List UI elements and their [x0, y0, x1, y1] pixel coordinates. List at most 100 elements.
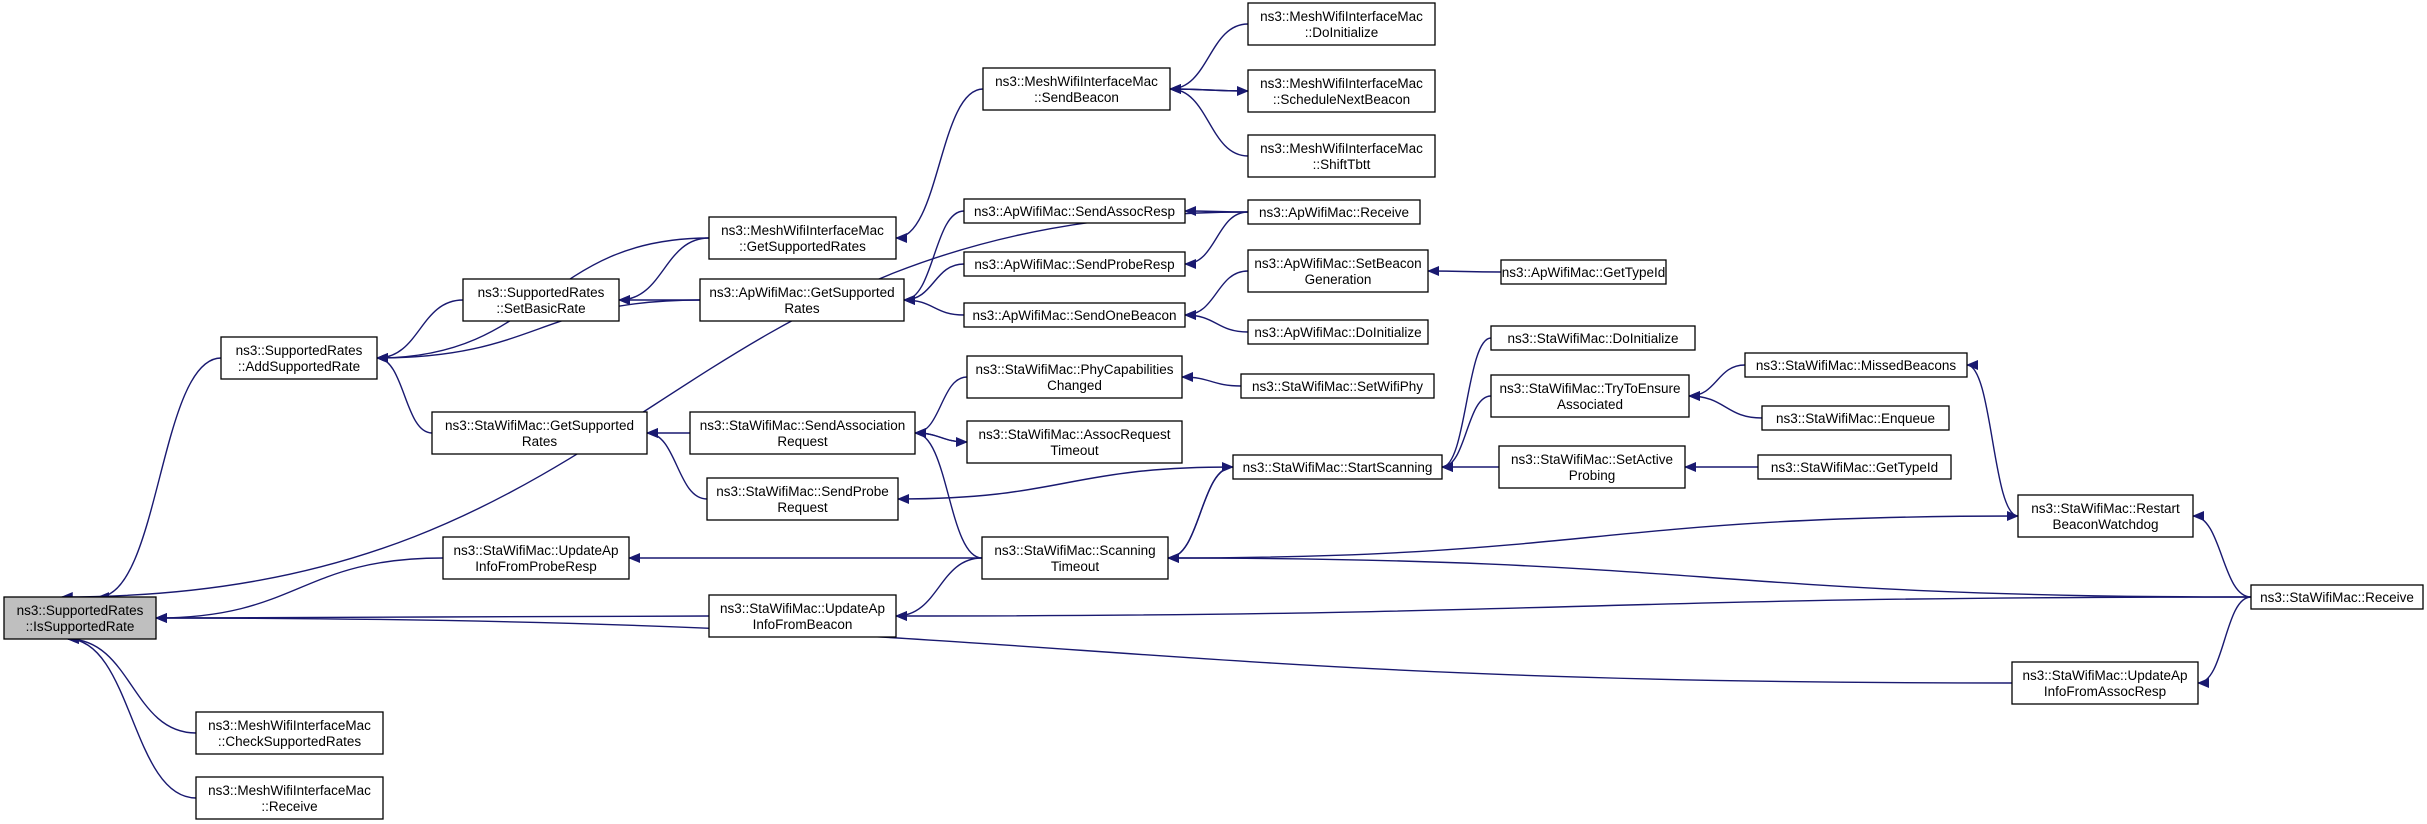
- node-box: [442, 536, 630, 580]
- node-box: [963, 198, 1186, 224]
- node-ns3-stawifimac-gettypeid[interactable]: ns3::StaWifiMac::GetTypeId: [1757, 454, 1952, 480]
- edge-stareceive-to-restartwd: [2192, 511, 2252, 598]
- node-label: ::DoInitialize: [1305, 25, 1379, 40]
- node-label: ::ShiftTbtt: [1313, 157, 1371, 172]
- edge-layer: [60, 23, 2252, 799]
- edge-meshdoinit-to-meshsendbeacon: [1169, 23, 1249, 94]
- node-box: [462, 278, 620, 322]
- node-ns3-stawifimac-setwifiphy[interactable]: ns3::StaWifiMac::SetWifiPhy: [1240, 373, 1435, 399]
- node-label: ns3::StaWifiMac::Scanning: [994, 543, 1155, 558]
- node-ns3-meshwifiinterfacemac-sendbeacon[interactable]: ns3::MeshWifiInterfaceMac::SendBeacon: [982, 67, 1171, 111]
- node-label: ::AddSupportedRate: [238, 359, 360, 374]
- node-label: Request: [777, 434, 828, 449]
- node-label: ns3::ApWifiMac::SendOneBeacon: [972, 308, 1176, 323]
- node-label: ::Receive: [261, 799, 317, 814]
- node-ns3-apwifimac-sendassocresp[interactable]: ns3::ApWifiMac::SendAssocResp: [963, 198, 1186, 224]
- node-ns3-stawifimac-doinitialize[interactable]: ns3::StaWifiMac::DoInitialize: [1490, 325, 1696, 351]
- node-ns3-apwifimac-sendonebeacon[interactable]: ns3::ApWifiMac::SendOneBeacon: [963, 302, 1186, 328]
- edge-stareceive-to-scantimeout: [1167, 553, 2252, 598]
- node-box: [2011, 661, 2199, 705]
- edge-meshsendbeacon-to-meshgetrates: [895, 88, 984, 243]
- node-ns3-stawifimac-receive[interactable]: ns3::StaWifiMac::Receive: [2250, 584, 2424, 610]
- node-label: ns3::StaWifiMac::DoInitialize: [1507, 331, 1678, 346]
- edge-stadoinit-to-startscan: [1441, 337, 1492, 472]
- node-box: [963, 302, 1186, 328]
- node-ns3-stawifimac-enqueue[interactable]: ns3::StaWifiMac::Enqueue: [1761, 405, 1950, 431]
- node-ns3-stawifimac-updateapinfofromproberesp[interactable]: ns3::StaWifiMac::UpdateApInfoFromProbeRe…: [442, 536, 630, 580]
- node-ns3-apwifimac-gettypeid[interactable]: ns3::ApWifiMac::GetTypeId: [1500, 259, 1667, 285]
- node-ns3-stawifimac-updateapinfofromassocresp[interactable]: ns3::StaWifiMac::UpdateApInfoFromAssocRe…: [2011, 661, 2199, 705]
- node-ns3-supportedrates-issupportedrate[interactable]: ns3::SupportedRates::IsSupportedRate: [3, 596, 157, 640]
- node-ns3-meshwifiinterfacemac-receive[interactable]: ns3::MeshWifiInterfaceMac::Receive: [195, 776, 384, 820]
- node-label: ::ScheduleNextBeacon: [1273, 92, 1410, 107]
- node-box: [963, 251, 1186, 277]
- edge-tryensure-to-startscan: [1441, 395, 1492, 472]
- node-box: [1757, 454, 1952, 480]
- node-label: ns3::MeshWifiInterfaceMac: [1260, 76, 1423, 91]
- edge-sendassoc-to-assoctimeout: [914, 432, 968, 447]
- node-layer: ns3::SupportedRates::IsSupportedRatens3:…: [3, 2, 2424, 820]
- node-label: ns3::StaWifiMac::SendAssociation: [700, 418, 906, 433]
- node-label: ns3::MeshWifiInterfaceMac: [1260, 9, 1423, 24]
- node-box: [699, 278, 905, 322]
- node-ns3-stawifimac-getsupportedrates[interactable]: ns3::StaWifiMac::GetSupportedRates: [431, 411, 648, 455]
- node-label: ns3::StaWifiMac::SetWifiPhy: [1252, 379, 1423, 394]
- node-label: ns3::StaWifiMac::SetActive: [1511, 452, 1673, 467]
- edge-scantimeout-to-restartwd: [1167, 511, 2019, 559]
- node-label: ::IsSupportedRate: [26, 619, 135, 634]
- edge-missedbeacons-to-tryensure: [1688, 364, 1746, 401]
- node-label: ns3::StaWifiMac::UpdateAp: [453, 543, 618, 558]
- node-ns3-apwifimac-receive[interactable]: ns3::ApWifiMac::Receive: [1247, 199, 1421, 225]
- edge-phycap-to-sendassoc: [914, 376, 968, 438]
- node-ns3-stawifimac-missedbeacons[interactable]: ns3::StaWifiMac::MissedBeacons: [1744, 352, 1968, 378]
- node-label: ns3::StaWifiMac::MissedBeacons: [1756, 358, 1957, 373]
- node-label: ns3::MeshWifiInterfaceMac: [208, 783, 371, 798]
- edge-startscan-to-sendprobe: [897, 466, 1234, 504]
- node-ns3-meshwifiinterfacemac-getsupportedrates[interactable]: ns3::MeshWifiInterfaceMac::GetSupportedR…: [708, 216, 897, 260]
- edge-apreceive-to-apsendassocresp: [1184, 206, 1249, 217]
- node-box: [1232, 454, 1443, 480]
- node-ns3-supportedrates-setbasicrate[interactable]: ns3::SupportedRates::SetBasicRate: [462, 278, 620, 322]
- node-ns3-meshwifiinterfacemac-checksupportedrates[interactable]: ns3::MeshWifiInterfaceMac::CheckSupporte…: [195, 711, 384, 755]
- node-ns3-meshwifiinterfacemac-shifttbtt[interactable]: ns3::MeshWifiInterfaceMac::ShiftTbtt: [1247, 134, 1436, 178]
- node-ns3-apwifimac-doinitialize[interactable]: ns3::ApWifiMac::DoInitialize: [1247, 319, 1429, 345]
- node-ns3-meshwifiinterfacemac-doinitialize[interactable]: ns3::MeshWifiInterfaceMac::DoInitialize: [1247, 2, 1436, 46]
- node-ns3-stawifimac-startscanning[interactable]: ns3::StaWifiMac::StartScanning: [1232, 454, 1443, 480]
- edge-stagetrates-to-addrate: [376, 353, 433, 434]
- node-label: ns3::MeshWifiInterfaceMac: [208, 718, 371, 733]
- node-ns3-apwifimac-sendproberesp[interactable]: ns3::ApWifiMac::SendProbeResp: [963, 251, 1186, 277]
- node-label: ::GetSupportedRates: [739, 239, 866, 254]
- node-ns3-supportedrates-addsupportedrate[interactable]: ns3::SupportedRates::AddSupportedRate: [220, 336, 378, 380]
- node-box: [1247, 2, 1436, 46]
- node-ns3-apwifimac-getsupportedrates[interactable]: ns3::ApWifiMac::GetSupportedRates: [699, 278, 905, 322]
- node-box: [1247, 249, 1429, 293]
- edge-updassoc-to-root: [155, 613, 2013, 684]
- edge-scantimeout-to-startscan: [1167, 462, 1234, 559]
- edge-meshsendbeacon-to-meshsched: [1169, 85, 1249, 96]
- node-box: [195, 711, 384, 755]
- edge-apsendonebeacon-to-apgetrates: [903, 295, 965, 316]
- node-label: ::SetBasicRate: [496, 301, 585, 316]
- edge-stareceive-to-updassoc: [2197, 596, 2252, 688]
- node-label: InfoFromProbeResp: [475, 559, 597, 574]
- node-label: ns3::ApWifiMac::GetTypeId: [1502, 265, 1666, 280]
- edge-setbasic-to-addrate: [376, 299, 464, 363]
- edge-scantimeout-to-sendassoc: [914, 428, 983, 559]
- edge-updprobe-to-root: [155, 557, 444, 623]
- edge-apsendproberesp-to-apgetrates: [903, 263, 965, 305]
- node-box: [220, 336, 378, 380]
- node-label: Probing: [1569, 468, 1616, 483]
- node-label: ns3::SupportedRates: [236, 343, 363, 358]
- node-box: [431, 411, 648, 455]
- node-ns3-meshwifiinterfacemac-schedulenextbeacon[interactable]: ns3::MeshWifiInterfaceMac::ScheduleNextB…: [1247, 69, 1436, 113]
